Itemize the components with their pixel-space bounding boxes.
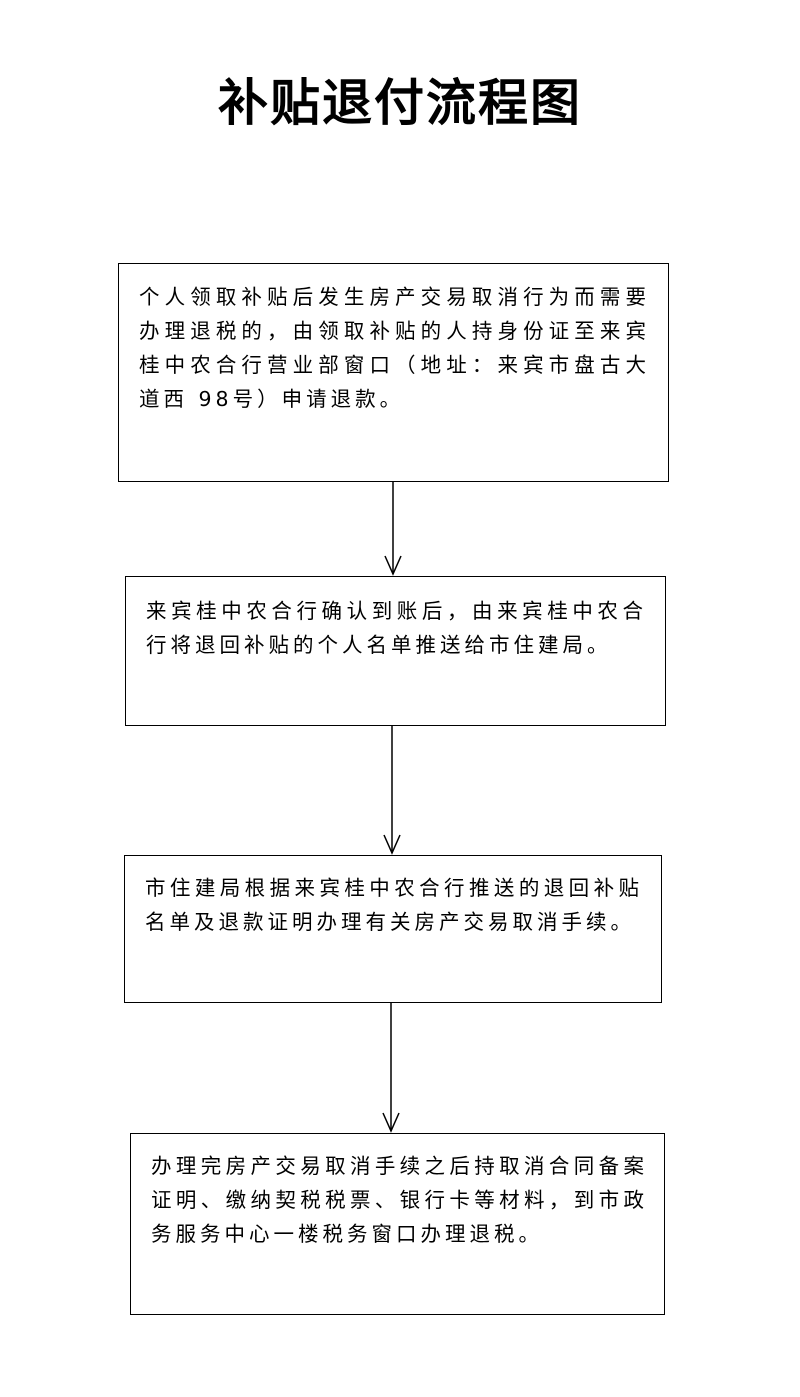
flow-step-2: 来宾桂中农合行确认到账后，由来宾桂中农合行将退回补贴的个人名单推送给市住建局。 [125,576,666,726]
flow-step-2-text: 来宾桂中农合行确认到账后，由来宾桂中农合行将退回补贴的个人名单推送给市住建局。 [146,599,647,657]
arrow-down-icon [382,1003,400,1133]
flow-step-1-text: 个人领取补贴后发生房产交易取消行为而需要办理退税的，由领取补贴的人持身份证至来宾… [139,285,650,411]
arrow-down-icon [384,482,402,576]
arrow-down-icon [383,726,401,855]
flow-step-1: 个人领取补贴后发生房产交易取消行为而需要办理退税的，由领取补贴的人持身份证至来宾… [118,263,669,482]
flow-step-3-text: 市住建局根据来宾桂中农合行推送的退回补贴名单及退款证明办理有关房产交易取消手续。 [145,876,643,934]
flow-step-3: 市住建局根据来宾桂中农合行推送的退回补贴名单及退款证明办理有关房产交易取消手续。 [124,855,662,1003]
flow-step-4-text: 办理完房产交易取消手续之后持取消合同备案证明、缴纳契税税票、银行卡等材料，到市政… [151,1154,648,1246]
page-title: 补贴退付流程图 [218,73,582,132]
flow-step-4: 办理完房产交易取消手续之后持取消合同备案证明、缴纳契税税票、银行卡等材料，到市政… [130,1133,665,1315]
